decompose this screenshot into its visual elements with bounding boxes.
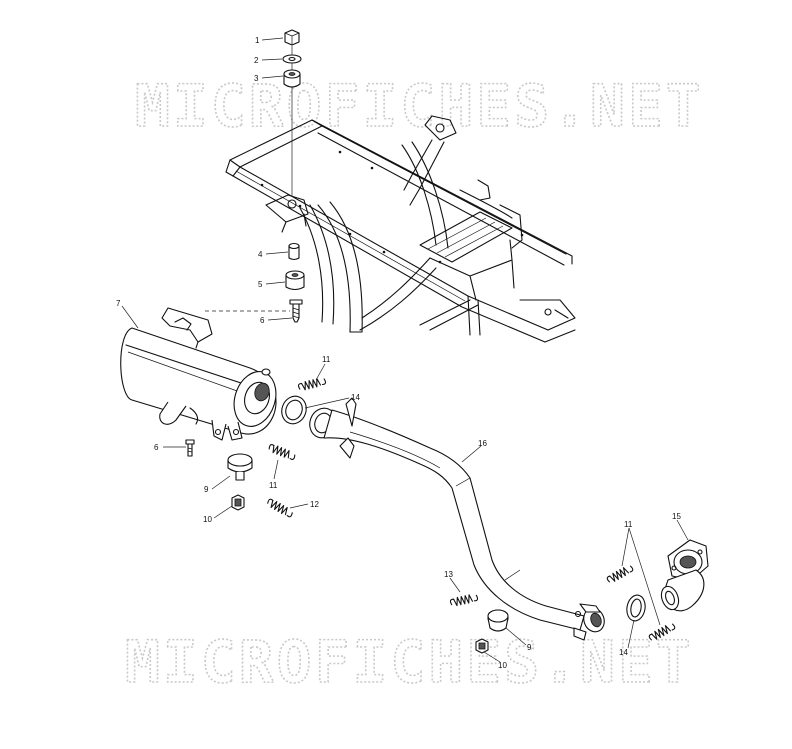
watermark-bottom: MICROFICHES.NET — [125, 628, 694, 696]
muffler — [120, 307, 277, 441]
bolt-part-lower — [185, 439, 195, 457]
spacer-part — [288, 242, 300, 261]
gasket-ring-upper — [281, 395, 307, 425]
callout-11-right: 11 — [624, 520, 633, 529]
callout-6-lower: 6 — [154, 443, 159, 452]
callout-2: 2 — [254, 56, 259, 65]
callout-13: 13 — [444, 570, 453, 579]
callout-4: 4 — [258, 250, 263, 259]
callout-11-left: 11 — [269, 481, 278, 490]
callout-16: 16 — [478, 439, 487, 448]
spring-part-upper — [297, 376, 327, 392]
mount-stack — [205, 29, 305, 323]
gasket-ring-lower — [626, 594, 646, 622]
callout-3: 3 — [254, 74, 259, 83]
head-pipe — [309, 397, 605, 641]
exhaust-port-part — [660, 539, 709, 612]
callout-10-lower: 10 — [498, 661, 507, 670]
spring-part-13 — [449, 592, 479, 608]
callout-14-lower: 14 — [619, 648, 628, 657]
nut-part-left — [231, 494, 245, 511]
bolt-part — [289, 299, 303, 323]
callout-12: 12 — [310, 500, 319, 509]
frame — [225, 115, 576, 343]
nut-part — [284, 29, 300, 46]
callout-14-upper: 14 — [351, 393, 360, 402]
callout-labels: 1 2 3 4 5 6 7 11 14 16 6 11 9 12 10 11 1… — [116, 36, 681, 670]
nut-part-lower — [475, 638, 489, 654]
callout-10-upper: 10 — [203, 515, 212, 524]
watermark-top: MICROFICHES.NET — [135, 72, 704, 140]
callout-9-upper: 9 — [204, 485, 209, 494]
callout-15: 15 — [672, 512, 681, 521]
leader-lines — [121, 37, 689, 663]
spring-part-left — [267, 442, 297, 462]
callout-7: 7 — [116, 299, 121, 308]
callout-1: 1 — [255, 36, 260, 45]
bushing-part — [283, 69, 301, 88]
callout-5: 5 — [258, 280, 263, 289]
callout-6-upper: 6 — [260, 316, 265, 325]
spring-part-right-upper — [605, 563, 635, 585]
damper-part-lower — [487, 609, 509, 632]
grommet-part — [285, 270, 305, 291]
callout-11-upper: 11 — [322, 355, 331, 364]
damper-part-upper — [227, 453, 253, 481]
spring-part-12 — [265, 497, 295, 519]
callout-9-lower: 9 — [527, 643, 532, 652]
